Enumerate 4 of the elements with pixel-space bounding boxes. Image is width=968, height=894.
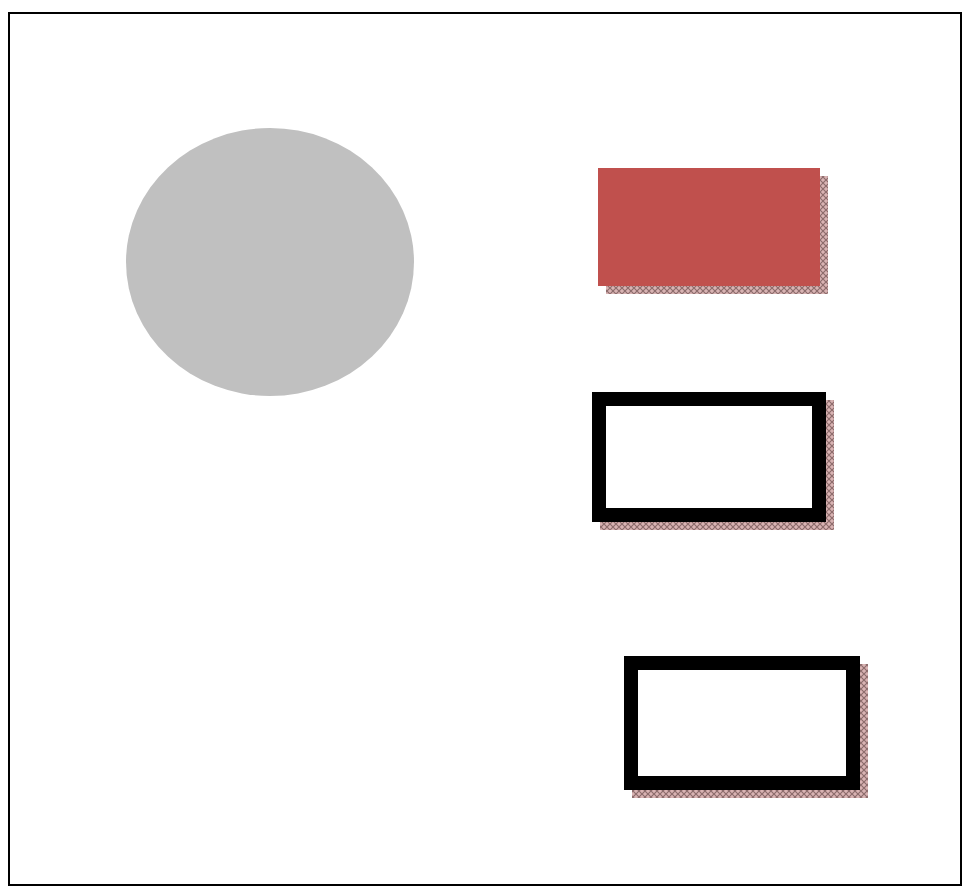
filled-rectangle [598, 168, 828, 294]
ellipse-shape [126, 128, 414, 396]
outlined-rectangle [592, 392, 834, 530]
outlined-rectangle [624, 656, 868, 798]
